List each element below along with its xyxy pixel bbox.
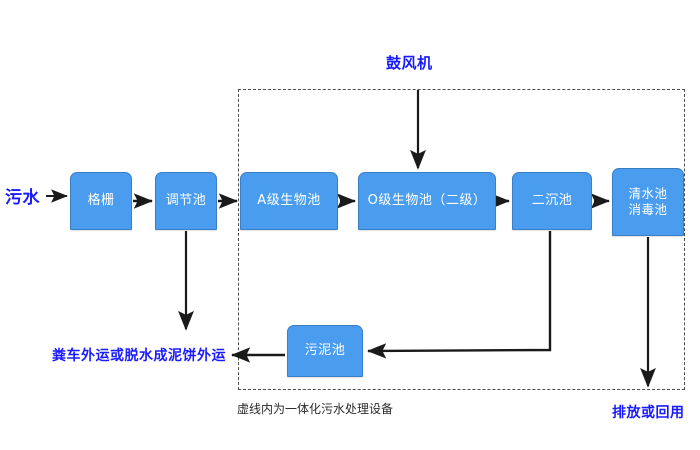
node-disinfection-tank-line2: 消毒池 — [628, 202, 668, 217]
node-a-stage-bio-tank[interactable]: A级生物池 — [240, 172, 338, 230]
node-equalization-tank-label: 调节池 — [165, 192, 207, 208]
integrated-equipment-boundary — [238, 89, 685, 390]
node-grille-label: 格栅 — [87, 192, 115, 208]
node-secondary-clarifier[interactable]: 二沉池 — [512, 172, 592, 230]
node-secondary-clarifier-label: 二沉池 — [531, 192, 573, 208]
node-sludge-tank[interactable]: 污泥池 — [287, 325, 363, 377]
node-o-stage-bio-tank[interactable]: O级生物池（二级） — [358, 172, 496, 230]
label-boundary-note: 虚线内为一体化污水处理设备 — [237, 402, 394, 416]
node-clearwater-disinfection-tank[interactable]: 清水池 消毒池 — [612, 168, 684, 236]
node-equalization-tank[interactable]: 调节池 — [155, 172, 217, 230]
node-clearwater-tank-line1: 清水池 — [628, 186, 668, 202]
label-influent: 污水 — [5, 188, 40, 208]
node-a-stage-bio-tank-label: A级生物池 — [257, 192, 321, 208]
label-blower: 鼓风机 — [386, 54, 433, 72]
node-o-stage-bio-tank-label: O级生物池（二级） — [367, 192, 487, 208]
node-sludge-tank-label: 污泥池 — [304, 342, 346, 358]
node-grille[interactable]: 格栅 — [70, 172, 132, 230]
label-discharge-or-reuse: 排放或回用 — [612, 405, 685, 421]
label-sludge-haul-away: 粪车外运或脱水成泥饼外运 — [52, 348, 226, 364]
